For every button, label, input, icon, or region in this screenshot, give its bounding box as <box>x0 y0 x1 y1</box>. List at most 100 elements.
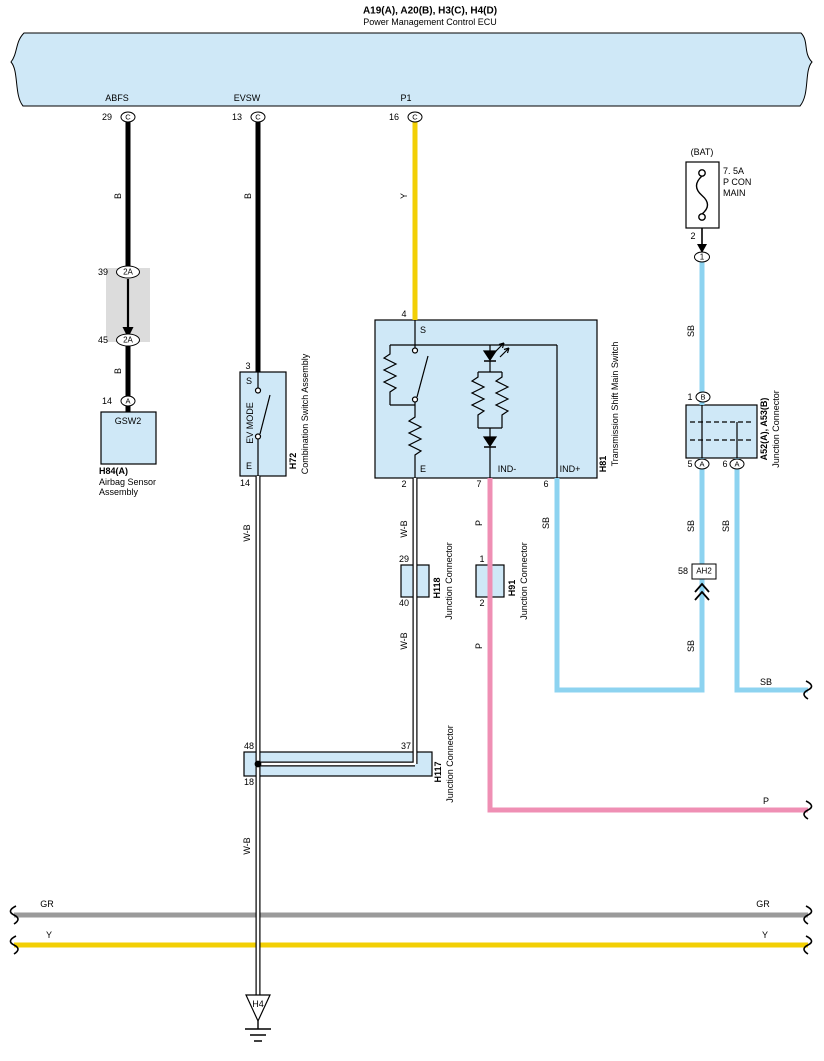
shift-terminal-ind-plus: IND+ <box>559 464 581 474</box>
h117-pin-48: 48 <box>243 741 255 751</box>
shift-name: Transmission Shift Main Switch <box>610 341 620 467</box>
airbag-pin-14: 14 <box>101 396 113 406</box>
wire-label-wb-1: W-B <box>242 524 252 542</box>
h117-pin-37: 37 <box>400 741 412 751</box>
airbag-code: H84(A) <box>99 466 129 476</box>
ecu-pin-evsw-connector: C <box>250 111 266 123</box>
ecu-title: A19(A), A20(B), H3(C), H4(D) <box>362 5 498 17</box>
ecu-pin-abfs-connector: C <box>120 111 136 123</box>
shift-pin-7: 7 <box>476 479 482 489</box>
shift-pin-6: 6 <box>543 479 549 489</box>
gsw2-label: GSW2 <box>114 416 142 426</box>
wire-label-y-1: Y <box>399 192 409 200</box>
wire-wb-core <box>256 476 417 995</box>
switch-contact <box>411 347 419 354</box>
a52-pin-5: 5 <box>687 459 693 469</box>
combo-terminal-e: E <box>245 461 253 471</box>
airbag-name-line2: Assembly <box>99 487 139 497</box>
fuse-pin-2: 2 <box>690 231 696 241</box>
combo-pin-3: 3 <box>245 361 251 371</box>
wire-sb-right <box>734 458 808 693</box>
airbag-connector-a: A <box>120 395 136 407</box>
fuse-name-line1: P CON <box>723 177 752 187</box>
h91-pin-2: 2 <box>479 598 485 608</box>
led-symbol <box>482 350 498 362</box>
ecu-band <box>10 32 813 107</box>
wire-label-sb-2: SB <box>686 324 696 338</box>
wire-label-b-3: B <box>243 192 253 200</box>
fuse-name-line2: MAIN <box>723 188 746 198</box>
break-p-right <box>803 800 813 820</box>
shield-pin-45: 45 <box>97 335 109 345</box>
ecu-pin-abfs-label: ABFS <box>105 93 129 103</box>
fuse-lead-arrow <box>697 228 707 253</box>
combo-pin-14: 14 <box>239 478 251 488</box>
ah2-chevrons <box>694 582 710 601</box>
wire-label-wb-3: W-B <box>399 520 409 538</box>
wire-p-indminus <box>487 478 808 813</box>
h91-name: Junction Connector <box>519 542 529 620</box>
h117-code: H117 <box>433 761 443 783</box>
break-y-left <box>9 935 19 955</box>
combo-code: H72 <box>288 452 298 470</box>
ecu-pin-evsw-label: EVSW <box>233 93 261 103</box>
ecu-pin-p1-number: 16 <box>388 112 400 122</box>
shield-connector-2a-bottom: 2A <box>116 333 140 347</box>
shift-pin-2: 2 <box>401 479 407 489</box>
led-emission-arrows <box>494 342 510 358</box>
ecu-subtitle: Power Management Control ECU <box>363 17 497 27</box>
shield-connector-2a-top: 2A <box>116 265 140 279</box>
resistor <box>470 372 486 428</box>
fuse-bat-label: (BAT) <box>690 147 714 157</box>
a52-name: Junction Connector <box>771 390 781 468</box>
break-sb-right <box>803 680 813 700</box>
h118-pin-29: 29 <box>398 554 410 564</box>
shift-pin-4: 4 <box>401 309 407 319</box>
h117-junction-dot <box>254 760 262 768</box>
fuse-symbol <box>695 169 709 221</box>
switch-contact <box>411 396 419 403</box>
shield-pin-39: 39 <box>97 267 109 277</box>
break-gr-left <box>9 905 19 925</box>
a52-box <box>685 404 758 459</box>
combo-mode-label: EV MODE <box>245 402 255 444</box>
shift-terminal-ind-minus: IND- <box>497 464 517 474</box>
h91-code: H91 <box>507 579 517 597</box>
wire-label-sb-3: SB <box>686 519 696 533</box>
a52-pin-6: 6 <box>722 459 728 469</box>
wire-label-gr-right: GR <box>756 899 770 909</box>
a52-pin-1: 1 <box>687 392 693 402</box>
h118-pin-40: 40 <box>398 598 410 608</box>
break-y-right <box>803 935 813 955</box>
ah2-label: AH2 <box>696 566 712 576</box>
shift-terminal-s: S <box>419 325 427 335</box>
shield-arrow <box>122 279 134 338</box>
break-gr-right <box>803 905 813 925</box>
wire-label-b-2: B <box>113 367 123 375</box>
ecu-pin-evsw-number: 13 <box>231 112 243 122</box>
a52-internals <box>690 405 753 458</box>
a52-code: A52(A), A53(B) <box>759 397 769 461</box>
h118-name: Junction Connector <box>444 542 454 620</box>
h117-name: Junction Connector <box>445 725 455 803</box>
shift-terminal-e: E <box>419 464 427 474</box>
wire-label-p-2: P <box>474 642 484 650</box>
fuse-node-1: 1 <box>694 251 710 263</box>
gsw2-box <box>100 411 157 465</box>
diode-symbol <box>482 436 498 448</box>
ground-symbol <box>245 994 271 1042</box>
wire-label-sb-5: SB <box>721 519 731 533</box>
h81-internals <box>382 320 558 478</box>
airbag-name-line1: Airbag Sensor <box>99 477 157 487</box>
h91-pin-1: 1 <box>479 554 485 564</box>
wire-label-wb-2: W-B <box>242 837 252 855</box>
combo-name: Combination Switch Assembly <box>300 353 310 475</box>
wire-label-y-left: Y <box>45 930 53 940</box>
ecu-pin-abfs-number: 29 <box>101 112 113 122</box>
wire-label-gr-left: GR <box>40 899 54 909</box>
ah2-pin-58: 58 <box>677 566 689 576</box>
wire-label-sb-4: SB <box>686 639 696 653</box>
resistor <box>382 345 398 405</box>
